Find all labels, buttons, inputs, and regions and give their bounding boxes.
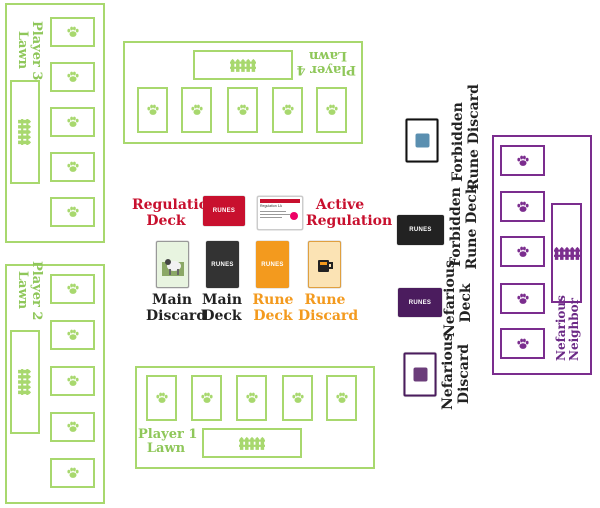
nefarious-neighbor-label: Nefarious Neighbor (554, 295, 581, 361)
rune-discard-label: Rune Discard (298, 292, 359, 324)
paw-icon (146, 103, 160, 117)
forbidden-rune-deck-label: Forbidden Rune Deck (448, 184, 480, 270)
player2-slot-2[interactable] (50, 320, 95, 350)
paw-icon (66, 70, 80, 84)
regulation-deck-card[interactable]: RUNES (203, 196, 245, 226)
player3-slot-1[interactable] (50, 17, 95, 47)
paw-icon (281, 103, 295, 117)
nefarious-neighbor-zone (492, 135, 592, 375)
player4-slot-3[interactable] (227, 87, 258, 133)
player4-slot-1[interactable] (137, 87, 168, 133)
player3-slot-2[interactable] (50, 62, 95, 92)
goat-icon (161, 258, 184, 276)
regulation-card-title: Regulation 1A (260, 204, 282, 208)
player1-slot-3[interactable] (236, 375, 267, 421)
player2-lawn (5, 264, 105, 504)
paw-icon (335, 391, 349, 405)
paw-icon (245, 391, 259, 405)
neighbor-fence-area[interactable] (551, 203, 582, 303)
paw-icon (516, 337, 530, 351)
paw-icon (516, 200, 530, 214)
forbidden-rune-deck-card[interactable]: RUNES (397, 215, 444, 245)
runes-logo: RUNES (212, 208, 236, 214)
neighbor-slot-1[interactable] (500, 145, 545, 176)
fence-icon (230, 58, 256, 72)
player1-lawn (135, 366, 375, 469)
player1-slot-2[interactable] (191, 375, 222, 421)
paw-icon (66, 205, 80, 219)
paw-icon (325, 103, 339, 117)
paw-icon (516, 245, 530, 259)
paw-icon (66, 282, 80, 296)
player4-slot-2[interactable] (181, 87, 212, 133)
player4-slot-5[interactable] (316, 87, 347, 133)
runes-logo: RUNES (261, 261, 284, 268)
nefarious-deck-label: Nefarious Deck (442, 260, 474, 337)
nefarious-discard-label: Nefarious Discard (440, 333, 472, 410)
paw-icon (155, 391, 169, 405)
neighbor-slot-4[interactable] (500, 283, 545, 314)
player2-slot-3[interactable] (50, 366, 95, 396)
paw-icon (200, 391, 214, 405)
player2-slot-5[interactable] (50, 458, 95, 488)
paw-icon (190, 103, 204, 117)
player1-slot-4[interactable] (282, 375, 313, 421)
nefarious-deck-card[interactable]: RUNES (398, 288, 442, 317)
player4-lawn (123, 41, 363, 144)
player2-slot-4[interactable] (50, 412, 95, 442)
fence-icon (554, 246, 580, 260)
player3-slot-4[interactable] (50, 152, 95, 182)
runes-logo: RUNES (211, 261, 234, 268)
runes-logo: RUNES (408, 299, 432, 306)
paw-icon (236, 103, 250, 117)
paw-icon (66, 466, 80, 480)
main-discard-label: Main Discard (146, 292, 207, 324)
player2-slot-1[interactable] (50, 274, 95, 304)
paw-icon (66, 328, 80, 342)
player3-lawn (5, 3, 105, 243)
paw-icon (66, 420, 80, 434)
player3-slot-5[interactable] (50, 197, 95, 227)
player1-lawn-label: Player 1 Lawn (138, 427, 198, 456)
neighbor-slot-5[interactable] (500, 328, 545, 359)
paw-icon (66, 25, 80, 39)
rune-discard-card[interactable] (308, 241, 341, 288)
paw-icon (516, 292, 530, 306)
player2-fence-area[interactable] (10, 330, 40, 434)
paw-icon (66, 160, 80, 174)
regulation-deck-label: Regulation Deck (132, 197, 219, 229)
active-regulation-card[interactable]: Regulation 1A (257, 196, 303, 230)
main-discard-card[interactable] (156, 241, 189, 288)
active-regulation-label: Active Regulation (306, 197, 393, 229)
player4-slot-4[interactable] (272, 87, 303, 133)
player1-slot-5[interactable] (326, 375, 357, 421)
mug-icon (317, 259, 333, 272)
neighbor-slot-3[interactable] (500, 236, 545, 267)
fence-icon (239, 436, 265, 450)
paw-icon (516, 154, 530, 168)
main-deck-card[interactable]: RUNES (206, 241, 239, 288)
paw-icon (291, 391, 305, 405)
player3-fence-area[interactable] (10, 80, 40, 184)
player1-slot-1[interactable] (146, 375, 177, 421)
player4-lawn-label: Player 4 Lawn (296, 48, 356, 77)
player3-slot-3[interactable] (50, 107, 95, 137)
paw-icon (66, 115, 80, 129)
forbidden-rune-discard-label: Forbidden Rune Discard (450, 84, 482, 190)
neighbor-slot-2[interactable] (500, 191, 545, 222)
paw-icon (66, 374, 80, 388)
rune-deck-label: Rune Deck (252, 292, 294, 324)
player1-fence-area[interactable] (202, 428, 302, 458)
main-deck-label: Main Deck (201, 292, 243, 324)
player4-fence-area[interactable] (193, 50, 293, 80)
fence-icon (18, 119, 32, 145)
fence-icon (18, 369, 32, 395)
runes-logo: RUNES (409, 227, 432, 233)
rune-deck-card[interactable]: RUNES (256, 241, 289, 288)
